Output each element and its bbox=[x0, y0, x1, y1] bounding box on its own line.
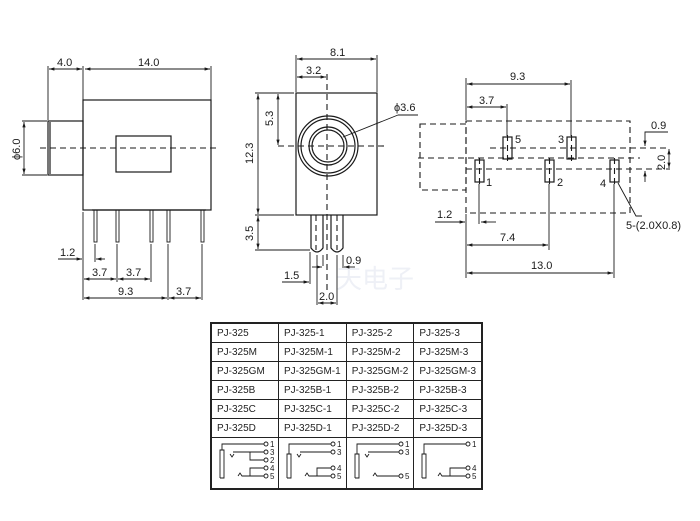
model-cell: PJ-325M-2 bbox=[345, 342, 415, 362]
pin-label-4: 4 bbox=[600, 178, 606, 190]
model-cell: PJ-325C-3 bbox=[413, 399, 483, 419]
model-cell: PJ-325GM-2 bbox=[345, 361, 415, 381]
svg-text:1: 1 bbox=[472, 440, 477, 449]
dim-row-offset: 0.9 bbox=[651, 120, 666, 132]
model-cell: PJ-325C-2 bbox=[345, 399, 415, 419]
side-pins bbox=[92, 209, 206, 243]
schematic-cell-4: 1 4 5 bbox=[413, 437, 483, 490]
dim-body-length: 14.0 bbox=[138, 57, 159, 69]
model-cell: PJ-325M bbox=[210, 342, 279, 362]
schematic-cell-3: 1 3 5 bbox=[345, 437, 415, 490]
model-cell: PJ-325C-1 bbox=[278, 399, 347, 419]
dim-span-1-4: 13.0 bbox=[531, 260, 552, 272]
schematic-cell-2: 1 3 4 5 bbox=[278, 437, 347, 490]
dim-pin-offset: 1.2 bbox=[60, 247, 75, 259]
svg-text:5: 5 bbox=[472, 472, 477, 481]
model-cell: PJ-325B-1 bbox=[278, 380, 347, 400]
model-cell: PJ-325B-3 bbox=[413, 380, 483, 400]
footprint-body-outline bbox=[465, 120, 631, 214]
dim-hole-x: 3.2 bbox=[306, 65, 321, 77]
schematic-switch-2: 1 3 4 5 bbox=[286, 440, 342, 481]
footprint-view: 1 2 3 4 5 9.3 3.7 0.9 2.0 1.2 7.4 13.0 5… bbox=[418, 71, 681, 278]
schematic-switch-4: 1 4 5 bbox=[421, 440, 477, 481]
pin-label-2: 2 bbox=[557, 177, 563, 189]
svg-text:1: 1 bbox=[337, 440, 342, 449]
schematics-row: 1 3 2 4 5 1 3 4 5 bbox=[210, 437, 483, 490]
footprint-pads bbox=[474, 135, 620, 184]
svg-text:1: 1 bbox=[405, 440, 410, 449]
front-pins bbox=[310, 215, 344, 253]
dim-pin-gap: 0.9 bbox=[346, 255, 361, 267]
schematic-switch-3: 1 3 5 bbox=[354, 440, 410, 481]
svg-text:2: 2 bbox=[270, 456, 275, 465]
dim-pin-length: 3.5 bbox=[244, 226, 256, 241]
svg-text:5: 5 bbox=[270, 472, 275, 481]
dim-pin-width: 1.5 bbox=[284, 270, 299, 282]
schematic-switch-1: 1 3 2 4 5 bbox=[219, 440, 275, 481]
svg-text:3: 3 bbox=[405, 448, 410, 457]
dim-edge-offset: 1.2 bbox=[437, 209, 452, 221]
schematic-cell-1: 1 3 2 4 5 bbox=[210, 437, 279, 490]
model-cell: PJ-325D-3 bbox=[413, 418, 483, 438]
model-cell: PJ-325M-3 bbox=[413, 342, 483, 362]
model-cell: PJ-325D-1 bbox=[278, 418, 347, 438]
side-view: 4.0 14.0 ϕ6.0 1.2 3.7 3.7 9.3 3.7 bbox=[11, 57, 220, 300]
model-cell: PJ-325GM-1 bbox=[278, 361, 347, 381]
dim-pin-pitch-1: 3.7 bbox=[92, 267, 107, 279]
model-cell: PJ-325GM bbox=[210, 361, 279, 381]
svg-text:5: 5 bbox=[337, 472, 342, 481]
model-cell: PJ-325-2 bbox=[345, 322, 415, 343]
pin-label-1: 1 bbox=[486, 177, 492, 189]
side-body-outline bbox=[82, 99, 212, 211]
dim-pin-span: 9.3 bbox=[118, 286, 133, 298]
dim-front-height: 12.3 bbox=[244, 143, 256, 164]
svg-text:1: 1 bbox=[270, 440, 275, 449]
side-window bbox=[115, 135, 172, 173]
dim-span-1-3: 9.3 bbox=[510, 71, 525, 83]
svg-text:4: 4 bbox=[472, 464, 477, 473]
dim-hole-y: 5.3 bbox=[264, 111, 276, 126]
pin-label-3: 3 bbox=[558, 134, 564, 146]
pin-label-5: 5 bbox=[515, 134, 521, 146]
watermark: 天电子 bbox=[336, 265, 414, 295]
svg-text:3: 3 bbox=[270, 448, 275, 457]
dim-hole-diameter: ϕ3.6 bbox=[394, 102, 415, 114]
dim-span-1-5: 3.7 bbox=[479, 95, 494, 107]
front-body-outline bbox=[295, 92, 378, 216]
model-cell: PJ-325-1 bbox=[278, 322, 347, 343]
dim-front-width: 8.1 bbox=[330, 47, 345, 59]
footprint-plug-outline bbox=[419, 123, 467, 191]
model-cell: PJ-325GM-3 bbox=[413, 361, 483, 381]
dim-pin-pitch: 2.0 bbox=[319, 291, 334, 303]
dim-pad-spec: 5-(2.0X0.8) bbox=[626, 220, 681, 232]
dim-plug-diameter: ϕ6.0 bbox=[11, 139, 23, 160]
model-cell: PJ-325B bbox=[210, 380, 279, 400]
model-cell: PJ-325B-2 bbox=[345, 380, 415, 400]
dim-row-pitch: 2.0 bbox=[656, 155, 668, 170]
model-cell: PJ-325M-1 bbox=[278, 342, 347, 362]
front-view: 8.1 3.2 5.3 12.3 3.5 ϕ3.6 1.5 0.9 2.0 bbox=[244, 47, 418, 305]
dim-plug-length: 4.0 bbox=[57, 57, 72, 69]
dim-pin-pitch-3: 3.7 bbox=[176, 286, 191, 298]
model-cell: PJ-325D-2 bbox=[345, 418, 415, 438]
model-cell: PJ-325-3 bbox=[413, 322, 483, 343]
svg-text:4: 4 bbox=[270, 464, 275, 473]
dim-span-1-2: 7.4 bbox=[500, 232, 515, 244]
model-cell: PJ-325 bbox=[210, 322, 279, 343]
dim-pin-pitch-2: 3.7 bbox=[126, 267, 141, 279]
model-cell: PJ-325C bbox=[210, 399, 279, 419]
model-cell: PJ-325D bbox=[210, 418, 279, 438]
svg-text:4: 4 bbox=[337, 464, 342, 473]
svg-text:5: 5 bbox=[405, 472, 410, 481]
svg-text:3: 3 bbox=[337, 448, 342, 457]
